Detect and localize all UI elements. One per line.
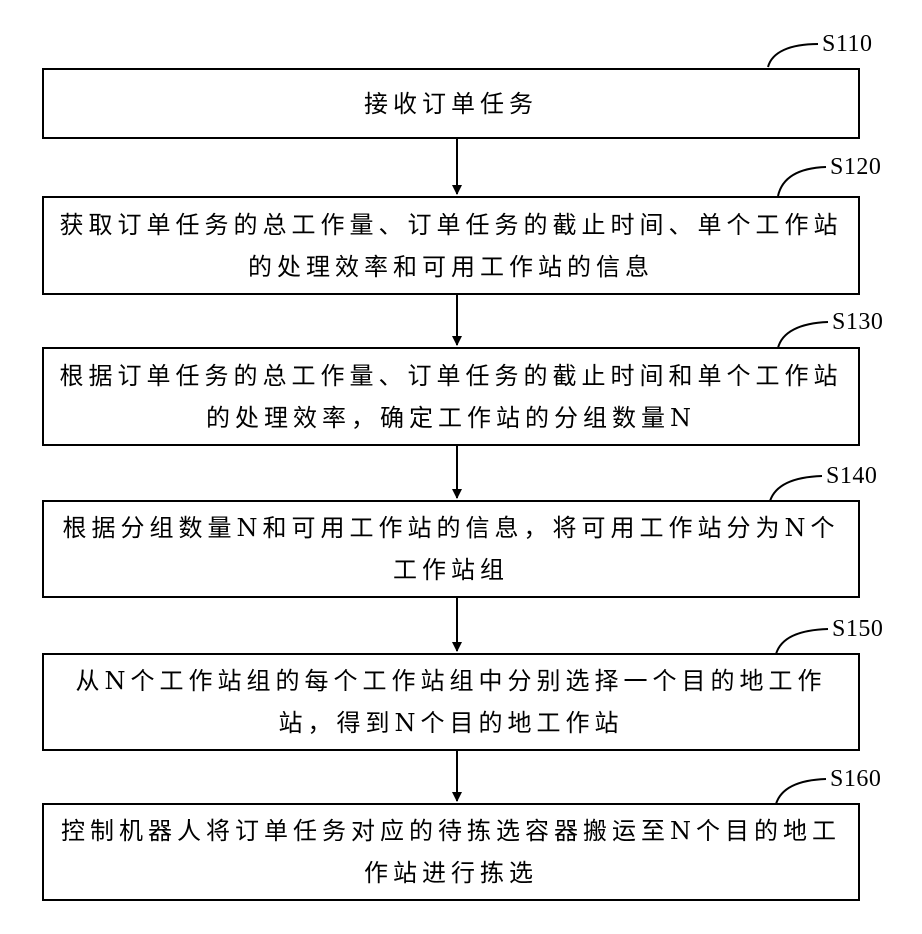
leader-curve-s120	[778, 167, 826, 196]
leader-curve-s150	[776, 629, 828, 654]
step-label-s160: S160	[830, 767, 881, 791]
step-text-s110: 接收订单任务	[354, 83, 548, 125]
step-text-s140: 根据分组数量N和可用工作站的信息，将可用工作站分为N个工作站组	[44, 507, 858, 591]
leader-curve-s140	[770, 476, 822, 501]
step-box-s130: 根据订单任务的总工作量、订单任务的截止时间和单个工作站的处理效率，确定工作站的分…	[42, 347, 860, 446]
leader-curve-s130	[778, 322, 828, 348]
step-box-s140: 根据分组数量N和可用工作站的信息，将可用工作站分为N个工作站组	[42, 500, 860, 598]
step-text-s150: 从N个工作站组的每个工作站组中分别选择一个目的地工作站，得到N个目的地工作站	[44, 660, 858, 744]
step-text-s120: 获取订单任务的总工作量、订单任务的截止时间、单个工作站的处理效率和可用工作站的信…	[44, 204, 858, 288]
step-box-s110: 接收订单任务	[42, 68, 860, 139]
step-text-s130: 根据订单任务的总工作量、订单任务的截止时间和单个工作站的处理效率，确定工作站的分…	[44, 355, 858, 439]
step-text-s160: 控制机器人将订单任务对应的待拣选容器搬运至N个目的地工作站进行拣选	[44, 810, 858, 894]
step-label-s130: S130	[832, 310, 883, 334]
step-label-s110: S110	[822, 32, 872, 56]
leader-curve-s110	[768, 44, 818, 67]
step-box-s160: 控制机器人将订单任务对应的待拣选容器搬运至N个目的地工作站进行拣选	[42, 803, 860, 901]
step-label-s120: S120	[830, 155, 881, 179]
leader-curve-s160	[776, 779, 826, 804]
step-label-s150: S150	[832, 617, 883, 641]
step-box-s120: 获取订单任务的总工作量、订单任务的截止时间、单个工作站的处理效率和可用工作站的信…	[42, 196, 860, 295]
step-box-s150: 从N个工作站组的每个工作站组中分别选择一个目的地工作站，得到N个目的地工作站	[42, 653, 860, 751]
step-label-s140: S140	[826, 464, 877, 488]
